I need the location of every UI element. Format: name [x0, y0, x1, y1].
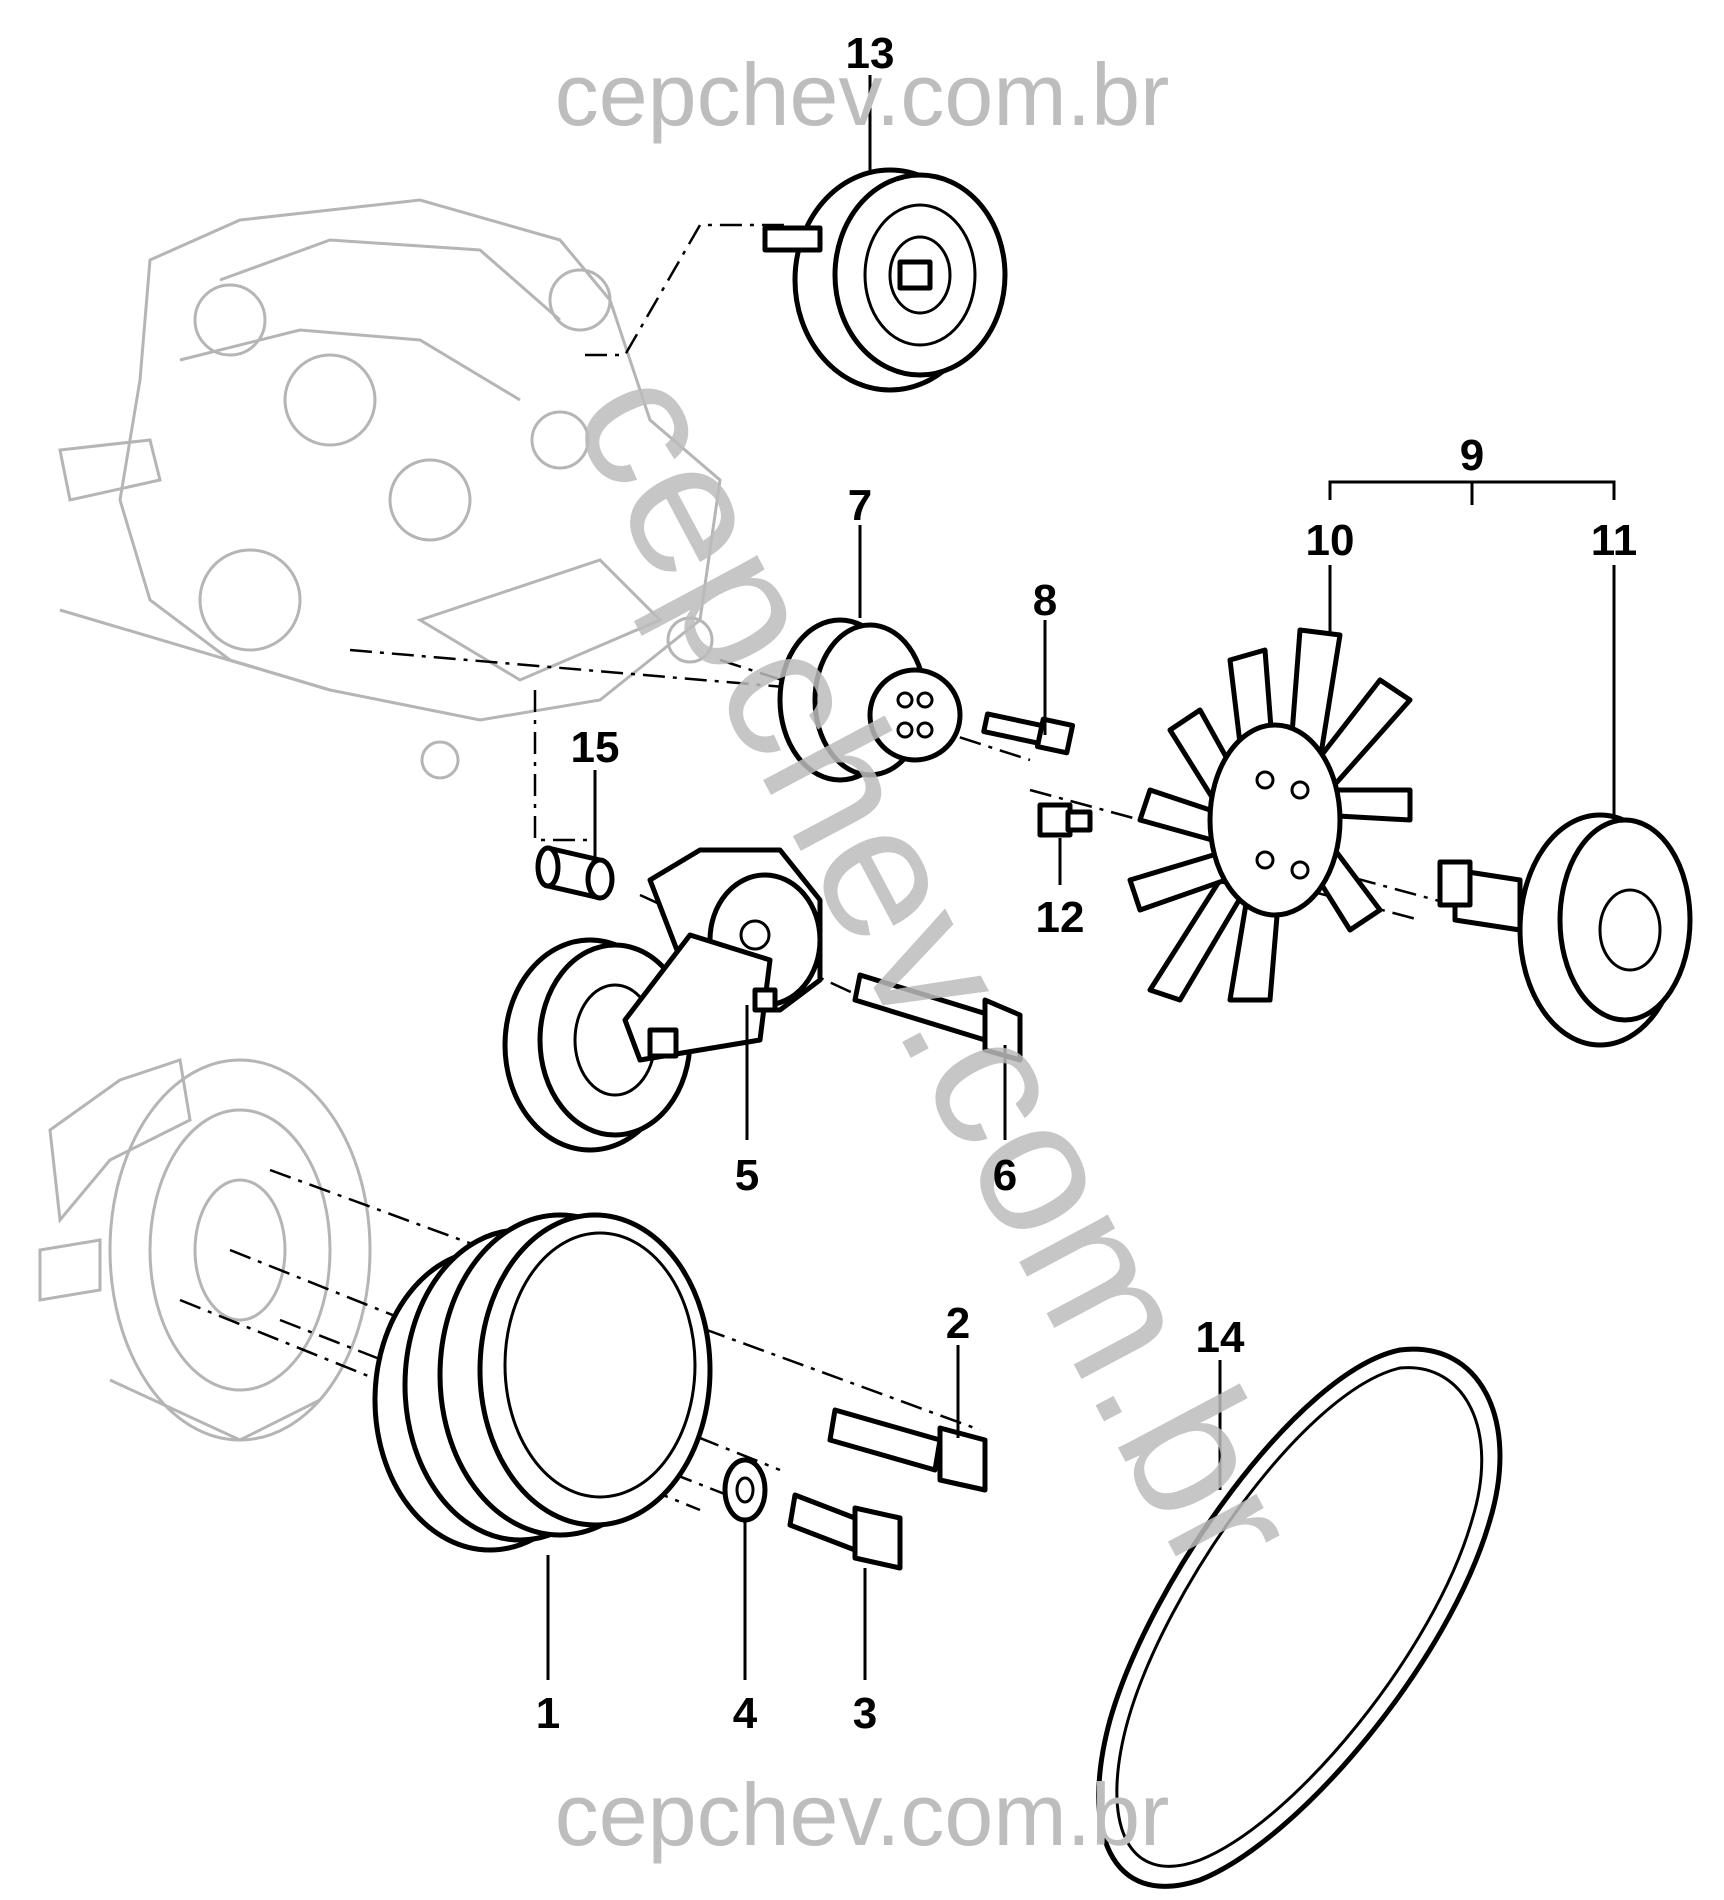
callout-8: 8 [1033, 576, 1057, 625]
callout-3: 3 [853, 1689, 877, 1738]
callout-5: 5 [735, 1151, 759, 1200]
callout-6: 6 [993, 1151, 1017, 1200]
belt-tensioner-5[interactable] [502, 847, 823, 1153]
bolt-2[interactable] [827, 1407, 988, 1493]
bolt-6[interactable] [852, 972, 1023, 1063]
callout-9: 9 [1460, 431, 1484, 480]
water-pump-pulley-7[interactable] [777, 617, 963, 783]
washer-4[interactable] [722, 1457, 768, 1523]
engine-block-ghost [58, 198, 722, 780]
drive-belt-14[interactable] [1096, 1346, 1503, 1889]
bolt-3[interactable] [787, 1492, 903, 1571]
crankshaft-pulley-1[interactable] [372, 1212, 713, 1553]
idler-pulley-13[interactable] [762, 167, 1008, 393]
callout-4: 4 [733, 1689, 758, 1738]
callout-14: 14 [1196, 1313, 1245, 1362]
watermark-bottom: cepchev.com.br [555, 1765, 1170, 1864]
bolt-8[interactable] [981, 711, 1076, 756]
callout-2: 2 [946, 1299, 970, 1348]
callout-10: 10 [1306, 516, 1355, 565]
callout-1: 1 [536, 1689, 560, 1738]
fan-clutch-11[interactable] [1437, 812, 1693, 1048]
nut-12[interactable] [1037, 802, 1093, 838]
callout-11: 11 [1591, 516, 1638, 565]
watermark-top: cepchev.com.br [555, 45, 1170, 144]
leader-lines [546, 75, 1616, 1680]
spacer-15[interactable] [535, 845, 615, 901]
callout-15: 15 [571, 723, 620, 772]
callout-13: 13 [846, 29, 895, 78]
callout-12: 12 [1036, 893, 1085, 942]
compressor-ghost [38, 1058, 372, 1442]
fan-10[interactable] [1127, 627, 1413, 1003]
callout-7: 7 [848, 481, 872, 530]
